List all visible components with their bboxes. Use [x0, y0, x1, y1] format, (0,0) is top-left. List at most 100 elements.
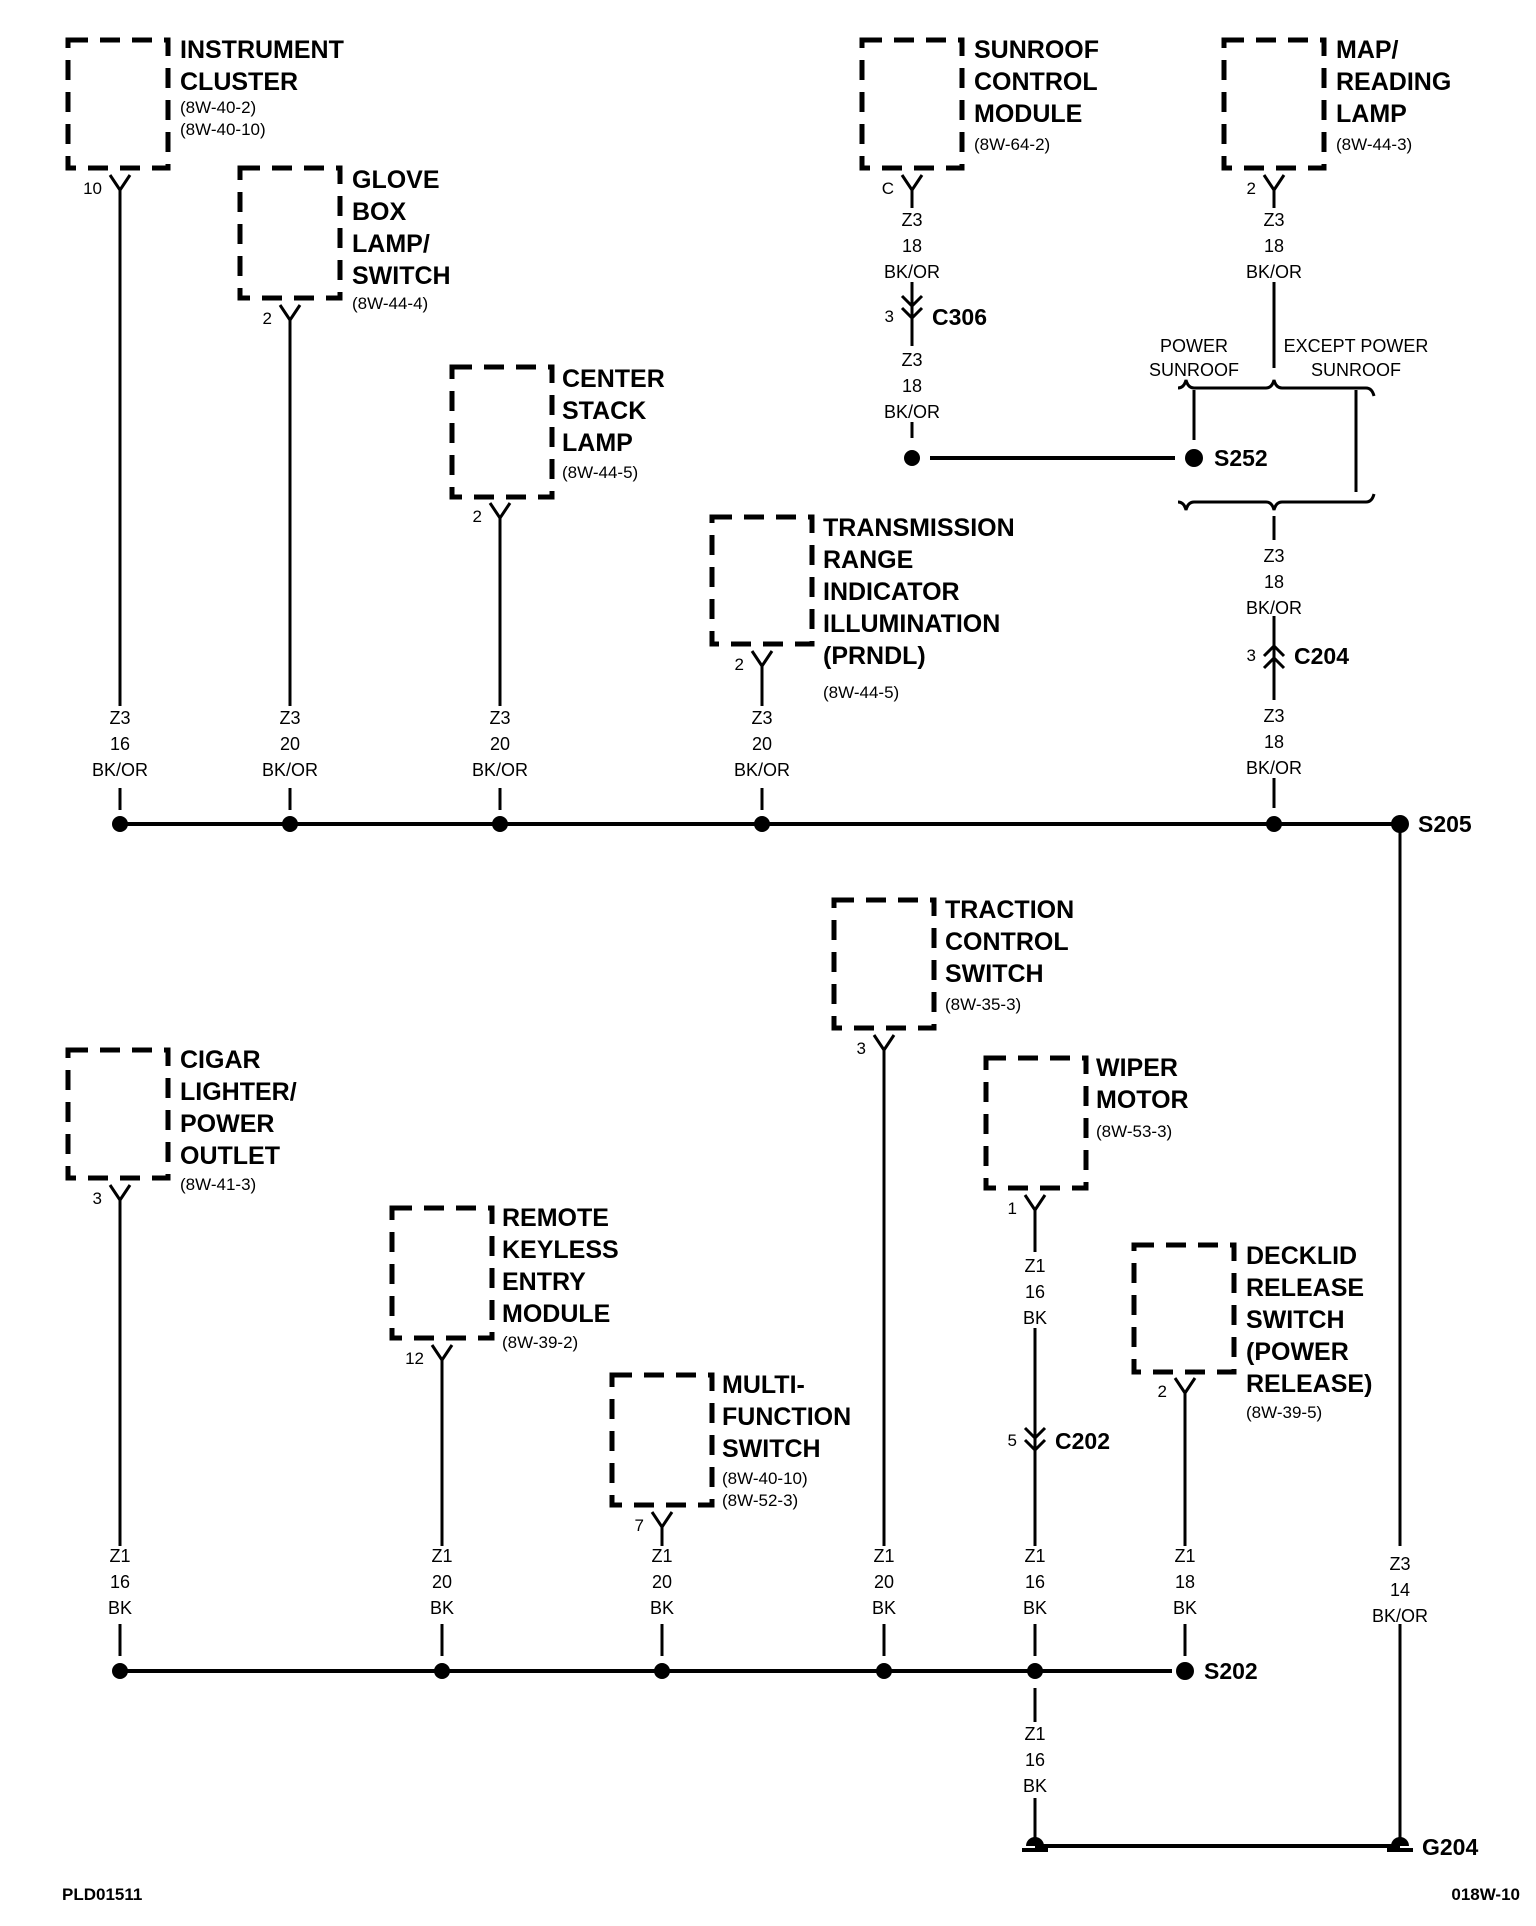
svg-text:(8W-44-3): (8W-44-3) — [1336, 135, 1412, 154]
svg-text:C306: C306 — [932, 304, 987, 330]
cigar-lighter-box — [65, 1047, 171, 1181]
svg-text:(8W-40-10)(8W-52-3): (8W-40-10)(8W-52-3) — [722, 1469, 808, 1510]
sunroof-module-box — [859, 37, 965, 171]
instrument-cluster-pin: 10 — [83, 179, 102, 198]
svg-text:(8W-44-5): (8W-44-5) — [823, 683, 899, 702]
instrument-cluster-box — [65, 37, 171, 171]
svg-text:G204: G204 — [1422, 1834, 1478, 1860]
svg-text:S202: S202 — [1204, 1658, 1258, 1684]
wiper-motor-pin: 1 — [1008, 1199, 1017, 1218]
svg-text:(8W-35-3): (8W-35-3) — [945, 995, 1021, 1014]
junction-dots — [112, 450, 1282, 1679]
figure-id-right: 018W-10 — [1451, 1885, 1520, 1904]
prndl-pin: 2 — [735, 655, 744, 674]
connector-c202: 5 C202 — [1008, 1408, 1110, 1460]
svg-text:3: 3 — [1247, 646, 1256, 665]
svg-text:(8W-64-2): (8W-64-2) — [974, 135, 1050, 154]
svg-text:(8W-53-3): (8W-53-3) — [1096, 1122, 1172, 1141]
ground-g204: G204 — [1022, 1834, 1478, 1860]
traction-control-switch-box — [831, 897, 937, 1031]
svg-text:(8W-44-5): (8W-44-5) — [562, 463, 638, 482]
glove-box-pin: 2 — [263, 309, 272, 328]
wiper-motor-box — [983, 1055, 1089, 1191]
svg-text:(8W-44-4): (8W-44-4) — [352, 294, 428, 313]
connector-c306: 3 C306 — [885, 292, 987, 335]
svg-text:S252: S252 — [1214, 445, 1268, 471]
glove-box-lamp-box — [237, 165, 343, 301]
svg-text:(8W-39-2): (8W-39-2) — [502, 1333, 578, 1352]
center-stack-pin: 2 — [473, 507, 482, 526]
remote-keyless-entry-box — [389, 1205, 495, 1341]
decklid-release-switch-box — [1131, 1242, 1237, 1375]
prndl-box — [709, 514, 815, 647]
multi-function-pin: 7 — [635, 1516, 644, 1535]
wire-segments — [118, 200, 1402, 1848]
traction-control-pin: 3 — [857, 1039, 866, 1058]
center-stack-lamp-box — [449, 364, 555, 500]
svg-text:5: 5 — [1008, 1431, 1017, 1450]
svg-text:3: 3 — [885, 307, 894, 326]
splice-s202: S202 — [1176, 1658, 1258, 1684]
sunroof-pin: C — [882, 179, 894, 198]
keyless-entry-pin: 12 — [405, 1349, 424, 1368]
svg-text:S205: S205 — [1418, 811, 1472, 837]
svg-text:(8W-41-3): (8W-41-3) — [180, 1175, 256, 1194]
cigar-lighter-pin: 3 — [93, 1189, 102, 1208]
connector-c204: 3 C204 — [1247, 636, 1349, 676]
splice-s205: S205 — [1391, 811, 1472, 837]
decklid-pin: 2 — [1158, 1382, 1167, 1401]
option-braces — [1177, 379, 1376, 511]
